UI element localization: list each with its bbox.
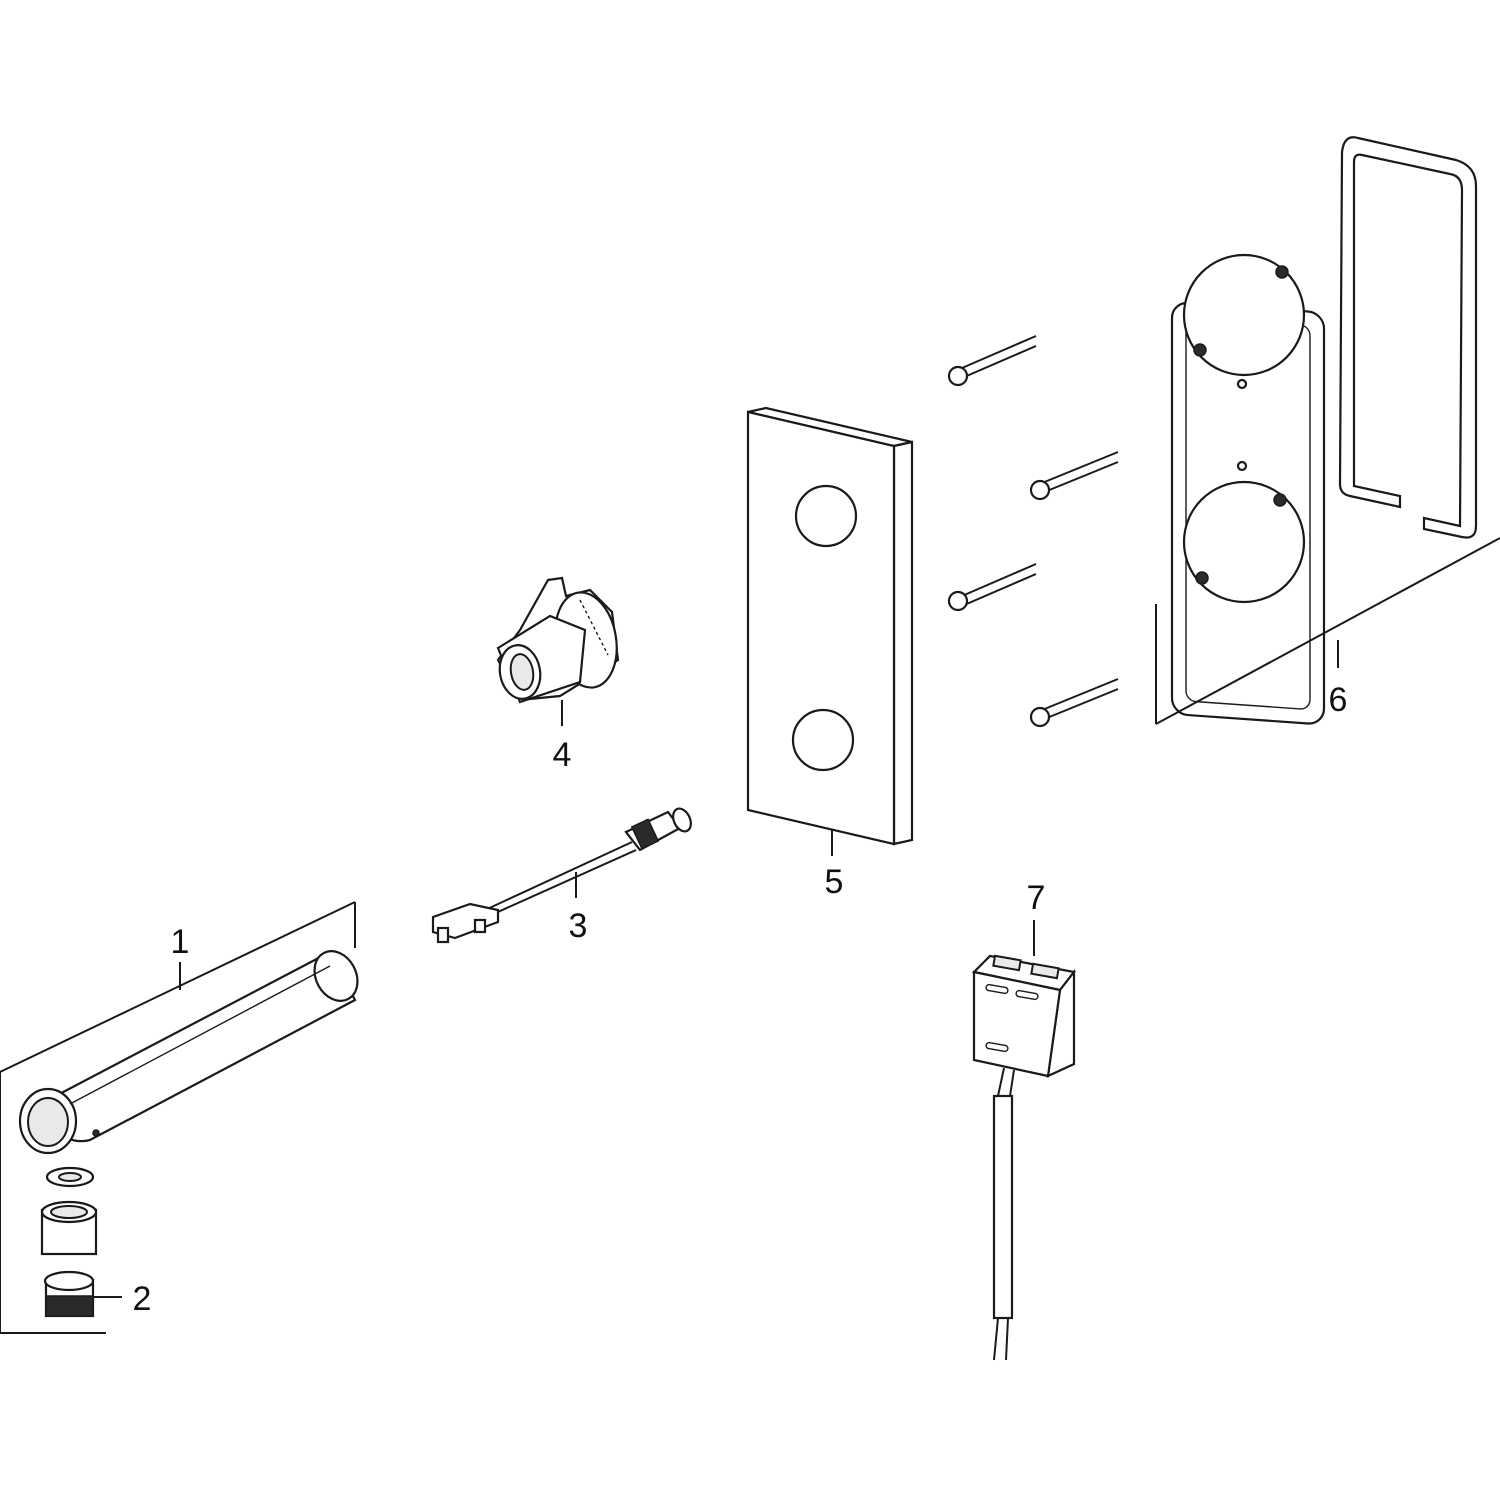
callout-5: 5 <box>825 863 844 901</box>
control-knob-part <box>496 576 620 704</box>
screw <box>1029 451 1119 501</box>
callout-2: 2 <box>133 1280 152 1318</box>
callout-4: 4 <box>553 736 572 774</box>
screw <box>947 563 1037 612</box>
aerator-part <box>40 1166 98 1318</box>
callout-6: 6 <box>1329 681 1348 719</box>
callout-7: 7 <box>1027 879 1046 917</box>
callout-1: 1 <box>171 923 190 961</box>
spout-part <box>18 950 359 1155</box>
mounting-frame-part <box>1170 253 1326 725</box>
screws <box>947 335 1119 728</box>
screw <box>1029 678 1119 728</box>
sensor-cable-part <box>431 807 692 944</box>
screw <box>947 335 1037 387</box>
gasket-part <box>1338 136 1478 539</box>
callout-3: 3 <box>569 907 588 945</box>
cover-plate-part <box>746 406 914 846</box>
bracket-1-2 <box>0 901 356 1334</box>
power-supply-part <box>971 954 1076 1361</box>
bracket-6 <box>1155 537 1500 725</box>
